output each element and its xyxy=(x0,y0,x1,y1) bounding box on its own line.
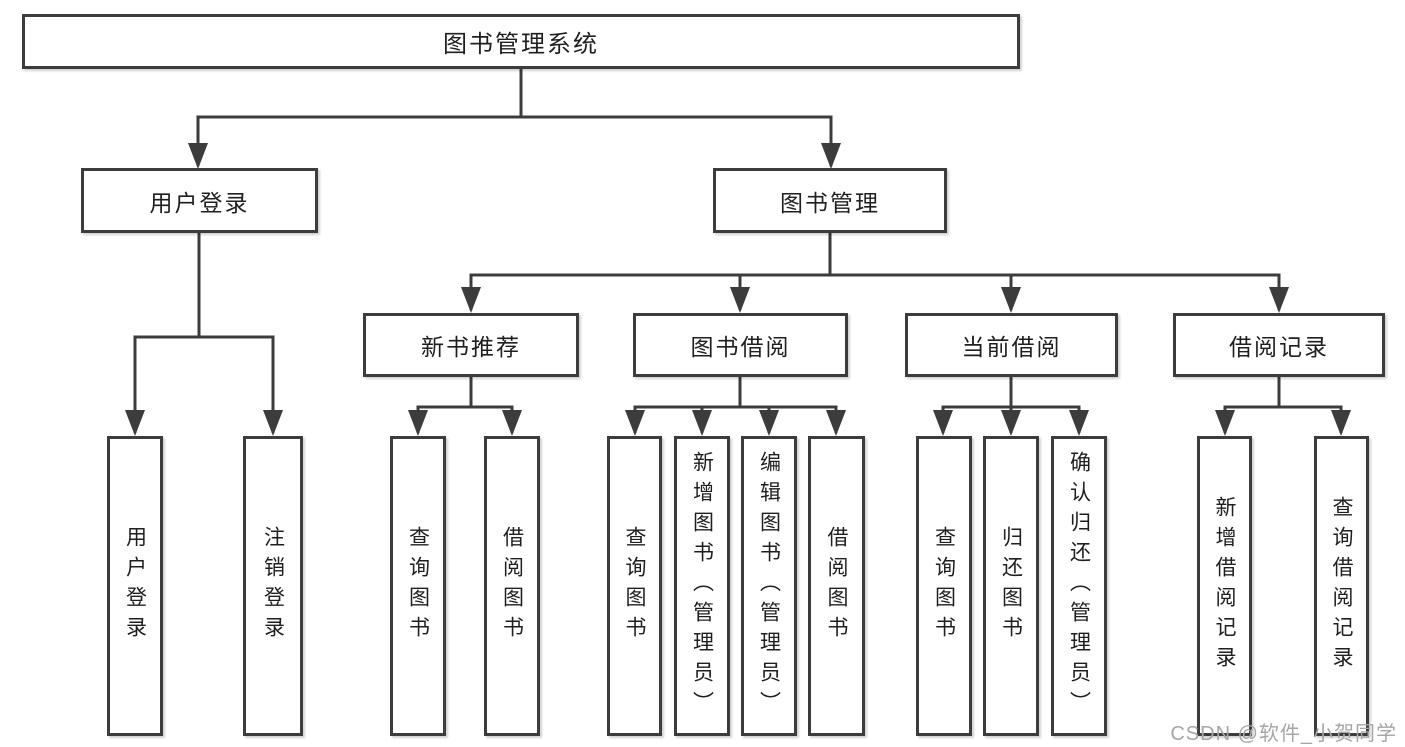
csdn-watermark: CSDN @软件_小贺同学 xyxy=(1170,723,1397,745)
leaf-add-borrow-record: 新增借阅记录 xyxy=(1197,436,1252,736)
node-label: 查询图书 xyxy=(932,526,956,646)
node-label: 查询借阅记录 xyxy=(1330,496,1353,676)
leaf-confirm-return-admin: 确认归还（管理员） xyxy=(1051,436,1107,736)
node-new-book-recommend: 新书推荐 xyxy=(363,313,579,377)
trunk-book-management xyxy=(469,233,1281,277)
node-label: 图书管理系统 xyxy=(443,31,599,58)
leaf-user-login: 用户登录 xyxy=(107,436,163,736)
node-label: 注销登录 xyxy=(261,526,285,646)
trunk-new-book xyxy=(416,377,514,409)
leaf-query-borrow-record: 查询借阅记录 xyxy=(1314,436,1369,736)
node-label: 新增图书（管理员） xyxy=(690,451,714,721)
node-label: 当前借阅 xyxy=(961,334,1062,360)
leaf-query-books-borrowing: 查询图书 xyxy=(607,436,662,736)
node-label: 查询图书 xyxy=(406,526,430,646)
leaf-borrow-books: 借阅图书 xyxy=(808,436,865,736)
leaf-edit-book-admin: 编辑图书（管理员） xyxy=(741,436,797,736)
node-label: 用户登录 xyxy=(149,189,250,216)
leaf-return-book: 归还图书 xyxy=(983,436,1039,736)
node-label: 借阅图书 xyxy=(500,526,524,646)
leaf-query-books-current: 查询图书 xyxy=(916,436,972,736)
node-current-borrowing: 当前借阅 xyxy=(905,313,1118,377)
node-library-management-system: 图书管理系统 xyxy=(22,14,1020,69)
leaf-add-book-admin: 新增图书（管理员） xyxy=(674,436,730,736)
node-label: 借阅图书 xyxy=(825,526,848,646)
node-label: 编辑图书（管理员） xyxy=(757,451,781,721)
trunk-root xyxy=(196,69,833,119)
node-label: 归还图书 xyxy=(999,526,1023,646)
node-user-login: 用户登录 xyxy=(81,168,318,233)
trunk-borrowing-records xyxy=(1223,377,1343,409)
node-label: 查询图书 xyxy=(623,526,646,646)
trunk-current-borrowing xyxy=(941,377,1081,409)
node-label: 图书借阅 xyxy=(690,334,791,360)
trunk-book-borrowing xyxy=(633,377,838,409)
leaf-borrow-books-recommend: 借阅图书 xyxy=(484,436,540,736)
node-label: 借阅记录 xyxy=(1229,334,1329,360)
leaf-query-books-recommend: 查询图书 xyxy=(390,436,446,736)
node-label: 图书管理 xyxy=(780,189,880,216)
node-label: 新书推荐 xyxy=(421,334,521,360)
node-label: 用户登录 xyxy=(123,526,147,646)
leaf-logout: 注销登录 xyxy=(243,436,303,736)
trunk-user-login xyxy=(133,233,275,339)
node-label: 确认归还（管理员） xyxy=(1067,451,1091,721)
node-book-borrowing: 图书借阅 xyxy=(633,313,848,377)
node-label: 新增借阅记录 xyxy=(1213,496,1236,676)
node-borrowing-records: 借阅记录 xyxy=(1173,313,1385,377)
node-book-management: 图书管理 xyxy=(713,168,947,233)
